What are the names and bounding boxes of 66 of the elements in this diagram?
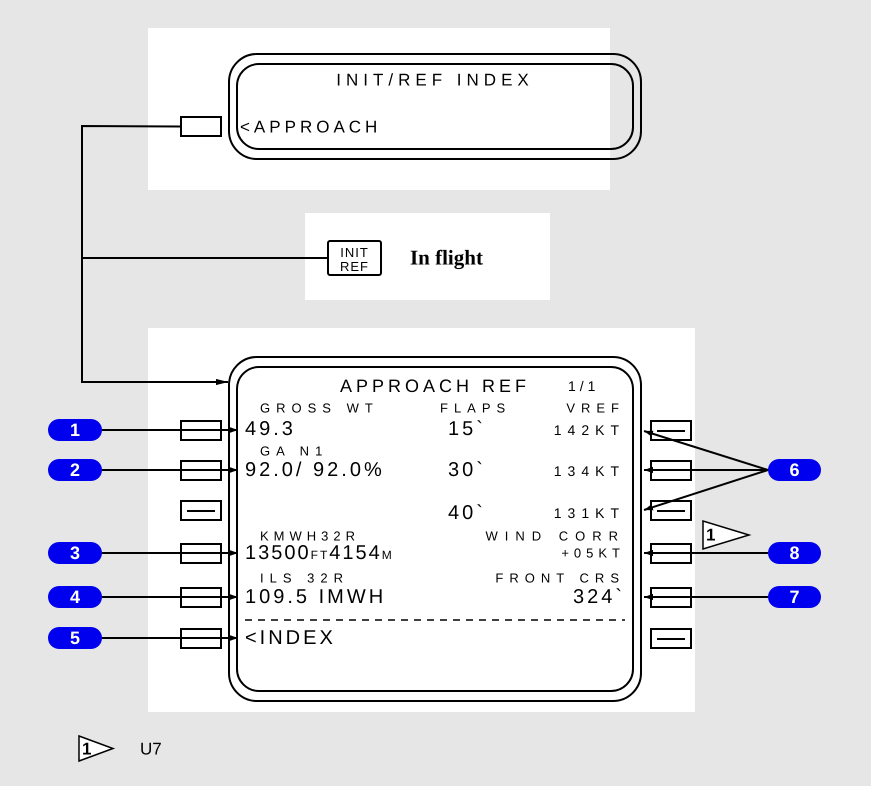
field-value: 131KT <box>554 506 625 520</box>
leader-line <box>644 469 768 511</box>
field-value: 109.5 IMWH <box>245 587 386 607</box>
cdu-screen <box>228 356 642 702</box>
field-label: ILS 32R <box>260 572 349 584</box>
menu-option: <APPROACH <box>240 118 382 136</box>
line-select-key <box>650 500 692 521</box>
field-value: 15` <box>448 419 486 439</box>
menu-option: <INDEX <box>245 628 336 648</box>
leader-line <box>102 634 238 642</box>
line-select-key <box>650 460 692 481</box>
field-label: FRONT CRS <box>495 572 625 584</box>
line-select-key <box>180 460 222 481</box>
line-select-key <box>180 116 222 137</box>
line-select-key <box>650 420 692 441</box>
leader-line <box>102 550 238 556</box>
field-value: +05KT <box>561 546 625 560</box>
line-select-key <box>180 587 222 608</box>
field-label: VREF <box>566 402 625 414</box>
mode-note: In flight <box>410 248 483 268</box>
field-label: FLAPS <box>440 402 512 414</box>
unit-label: M <box>382 549 394 561</box>
field-value: 49.3 <box>245 419 296 439</box>
field-label: KMWH32R <box>260 530 360 542</box>
leader-line <box>102 466 238 474</box>
leader-line <box>644 550 768 556</box>
callout-number: 2 <box>48 459 102 481</box>
field-value: 92.0/ 92.0% <box>245 460 385 480</box>
callout-number: 5 <box>48 627 102 649</box>
callout-number: 8 <box>768 542 821 564</box>
note-flag: 1 <box>702 520 750 550</box>
field-label: GROSS WT <box>260 402 379 414</box>
line-select-key <box>180 500 222 521</box>
field-value: 134KT <box>554 464 625 478</box>
line-select-key <box>650 543 692 564</box>
leader-line <box>644 594 768 600</box>
line-select-key <box>180 543 222 564</box>
line-select-key <box>650 587 692 608</box>
callout-number: 1 <box>48 419 102 441</box>
field-value: 13500 <box>245 543 311 563</box>
unit-label: FT <box>310 549 330 561</box>
line-select-key <box>180 628 222 649</box>
line-select-key <box>180 420 222 441</box>
leader-line <box>102 594 238 600</box>
callout-number: 4 <box>48 586 102 608</box>
note-text: U7 <box>140 740 162 757</box>
field-value: 30` <box>448 460 486 480</box>
field-value: 142KT <box>554 423 625 437</box>
cdu-screen <box>228 53 642 160</box>
callout-number: 7 <box>768 586 821 608</box>
field-value: 4154 <box>329 543 382 563</box>
field-label: WIND CORR <box>485 530 625 542</box>
screen-title: APPROACH REF <box>340 377 530 395</box>
leader-line <box>644 466 768 474</box>
field-label: GA N1 <box>260 444 328 458</box>
leader-line <box>102 426 238 434</box>
callout-number: 3 <box>48 542 102 564</box>
field-value: 324` <box>572 587 625 607</box>
page-number: 1/1 <box>568 379 600 393</box>
field-value: 40` <box>448 503 486 523</box>
key-label: INIT REF <box>339 246 370 274</box>
flow-arrow <box>81 257 327 385</box>
leader-line <box>644 430 768 471</box>
line-select-key <box>650 628 692 649</box>
callout-number: 6 <box>768 459 821 481</box>
screen-title: INIT/REF INDEX <box>336 72 534 88</box>
